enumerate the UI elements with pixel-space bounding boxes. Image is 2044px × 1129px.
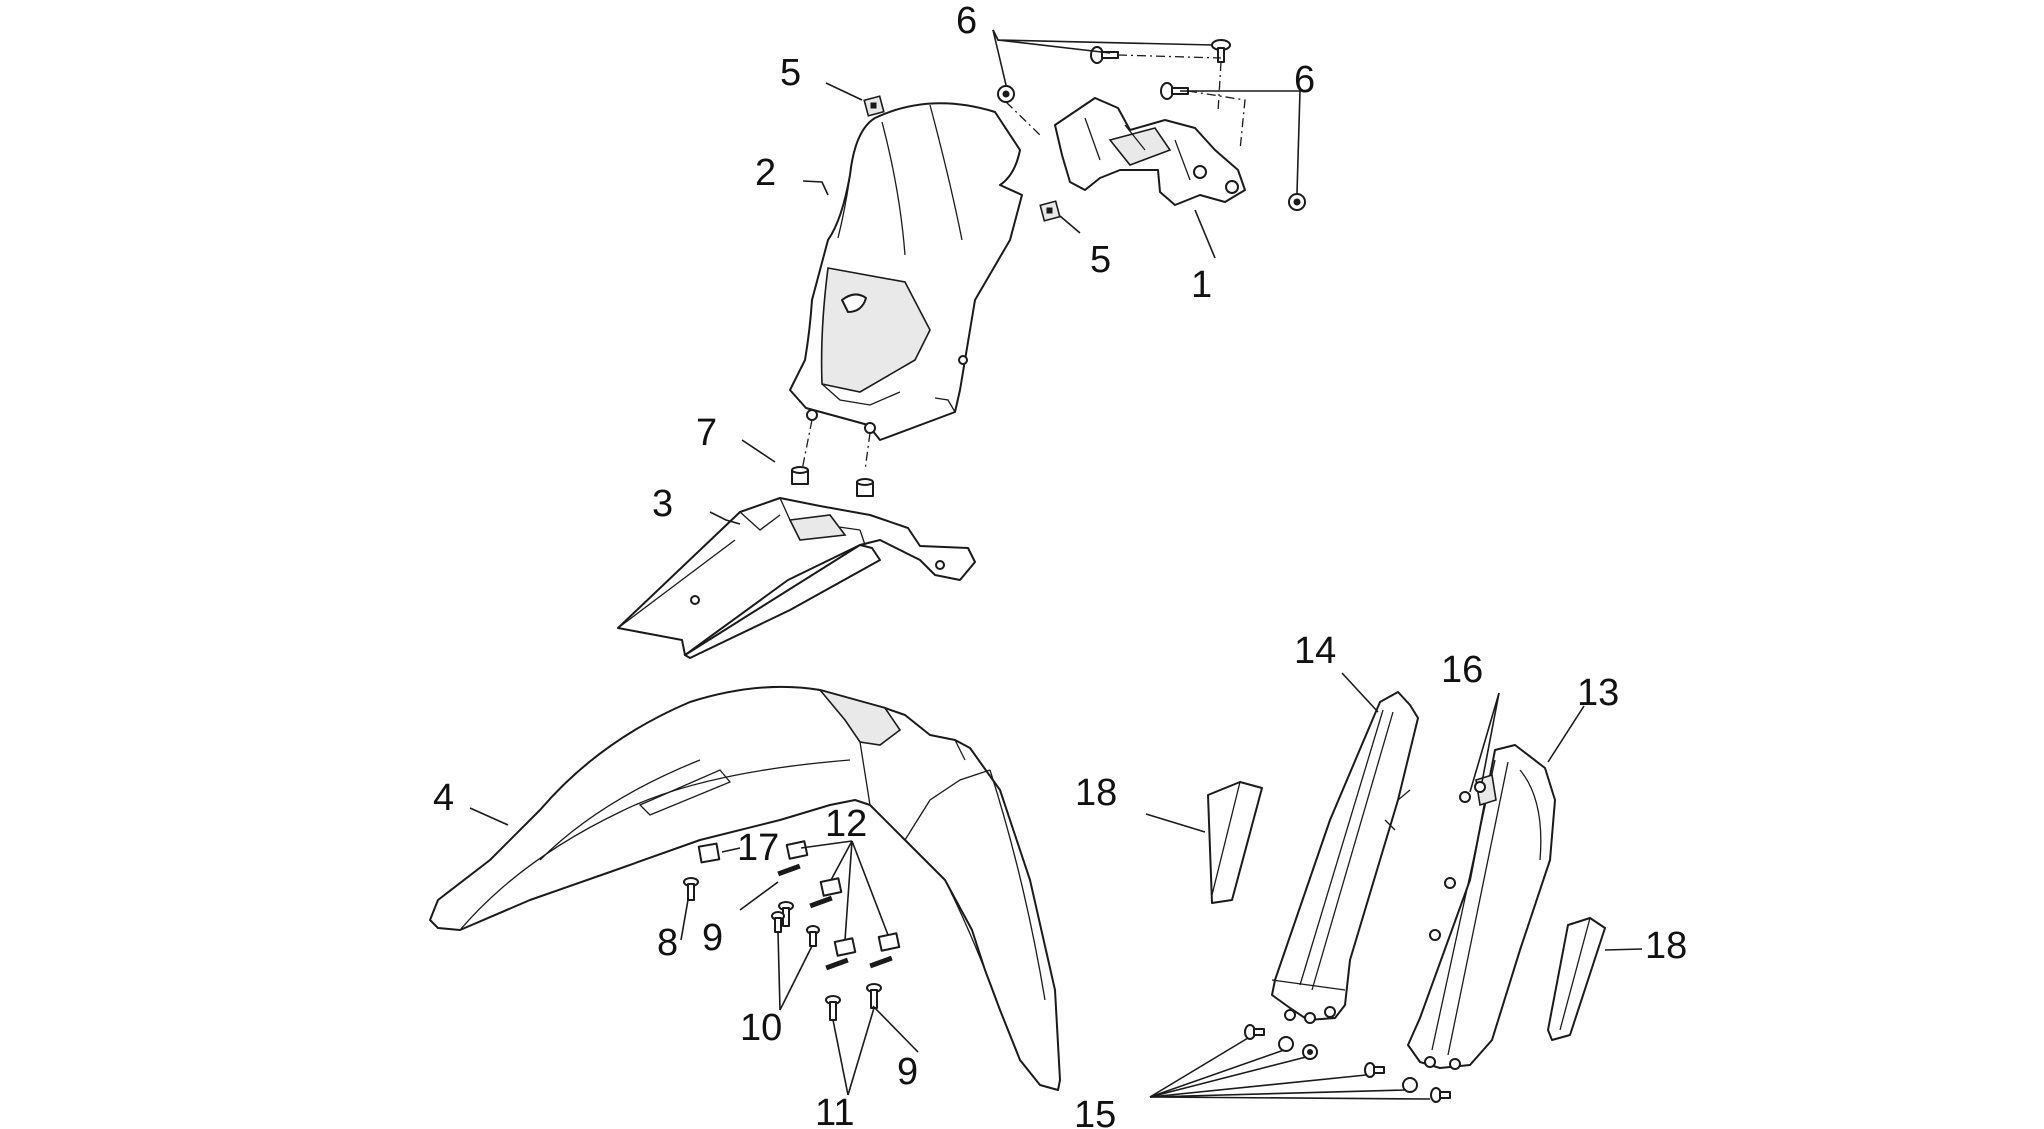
headlight-fairing-part	[789, 102, 1023, 441]
screw-8	[683, 877, 699, 901]
callout-11: 11	[815, 1092, 854, 1129]
callout-12: 12	[825, 803, 867, 845]
screw-11-left	[825, 995, 841, 1021]
callout-3: 3	[652, 483, 673, 525]
headlight-support-part	[617, 497, 976, 659]
screw-6-left	[997, 85, 1015, 103]
insert-17	[697, 842, 721, 864]
callout-9-lower: 9	[897, 1051, 918, 1093]
fork-guard-insert-18-right	[1547, 917, 1606, 1041]
callout-4: 4	[433, 777, 454, 819]
callout-18-left: 18	[1075, 772, 1117, 814]
clip-12-a	[777, 840, 809, 877]
screw-6-top-right	[1211, 39, 1231, 63]
fastener-15-f	[1430, 1087, 1451, 1103]
spacer-7-left	[791, 466, 809, 485]
spacer-7-right	[856, 478, 874, 497]
clip-12-d	[869, 932, 901, 969]
callout-17: 17	[737, 827, 779, 869]
fastener-15-b	[1278, 1036, 1294, 1052]
screw-16-b	[1474, 781, 1486, 793]
screw-11-right	[866, 983, 882, 1009]
clip-12-b	[809, 877, 843, 909]
callout-18-right: 18	[1645, 925, 1687, 967]
clip-12-c	[825, 937, 857, 971]
leader-lines	[469, 29, 1643, 1100]
screw-6-lower-right	[1288, 193, 1306, 211]
callout-7: 7	[696, 412, 717, 454]
screw-16-a	[1459, 791, 1471, 803]
screw-10-right	[806, 925, 820, 947]
callout-15: 15	[1074, 1094, 1116, 1129]
fork-guard-insert-18-left	[1207, 781, 1263, 904]
right-fork-guard-part	[1407, 744, 1556, 1070]
callout-5-upper: 5	[780, 52, 801, 94]
callout-14: 14	[1294, 630, 1336, 672]
callout-10: 10	[740, 1007, 782, 1049]
fastener-15-c	[1302, 1044, 1318, 1060]
fastener-15-a	[1244, 1024, 1265, 1040]
fastener-15-d	[1364, 1062, 1385, 1078]
clip-nut-5-lower	[1039, 200, 1061, 222]
screw-6-top-center	[1090, 46, 1119, 64]
callout-6-upper: 6	[956, 0, 977, 42]
callout-6-right: 6	[1294, 59, 1315, 101]
clip-nut-5-upper	[863, 95, 885, 117]
callout-9-upper: 9	[702, 917, 723, 959]
callout-13: 13	[1577, 672, 1619, 714]
callout-2: 2	[755, 152, 776, 194]
front-mudguard-part	[429, 685, 1061, 1091]
left-fork-guard-part	[1271, 691, 1419, 1024]
callout-1: 1	[1191, 264, 1212, 306]
fastener-15-e	[1402, 1077, 1418, 1093]
screw-10-left	[771, 911, 785, 933]
callout-5-lower: 5	[1090, 239, 1111, 281]
headlight-bracket-part	[1054, 97, 1246, 206]
callout-16: 16	[1441, 649, 1483, 691]
callout-8: 8	[657, 922, 678, 964]
